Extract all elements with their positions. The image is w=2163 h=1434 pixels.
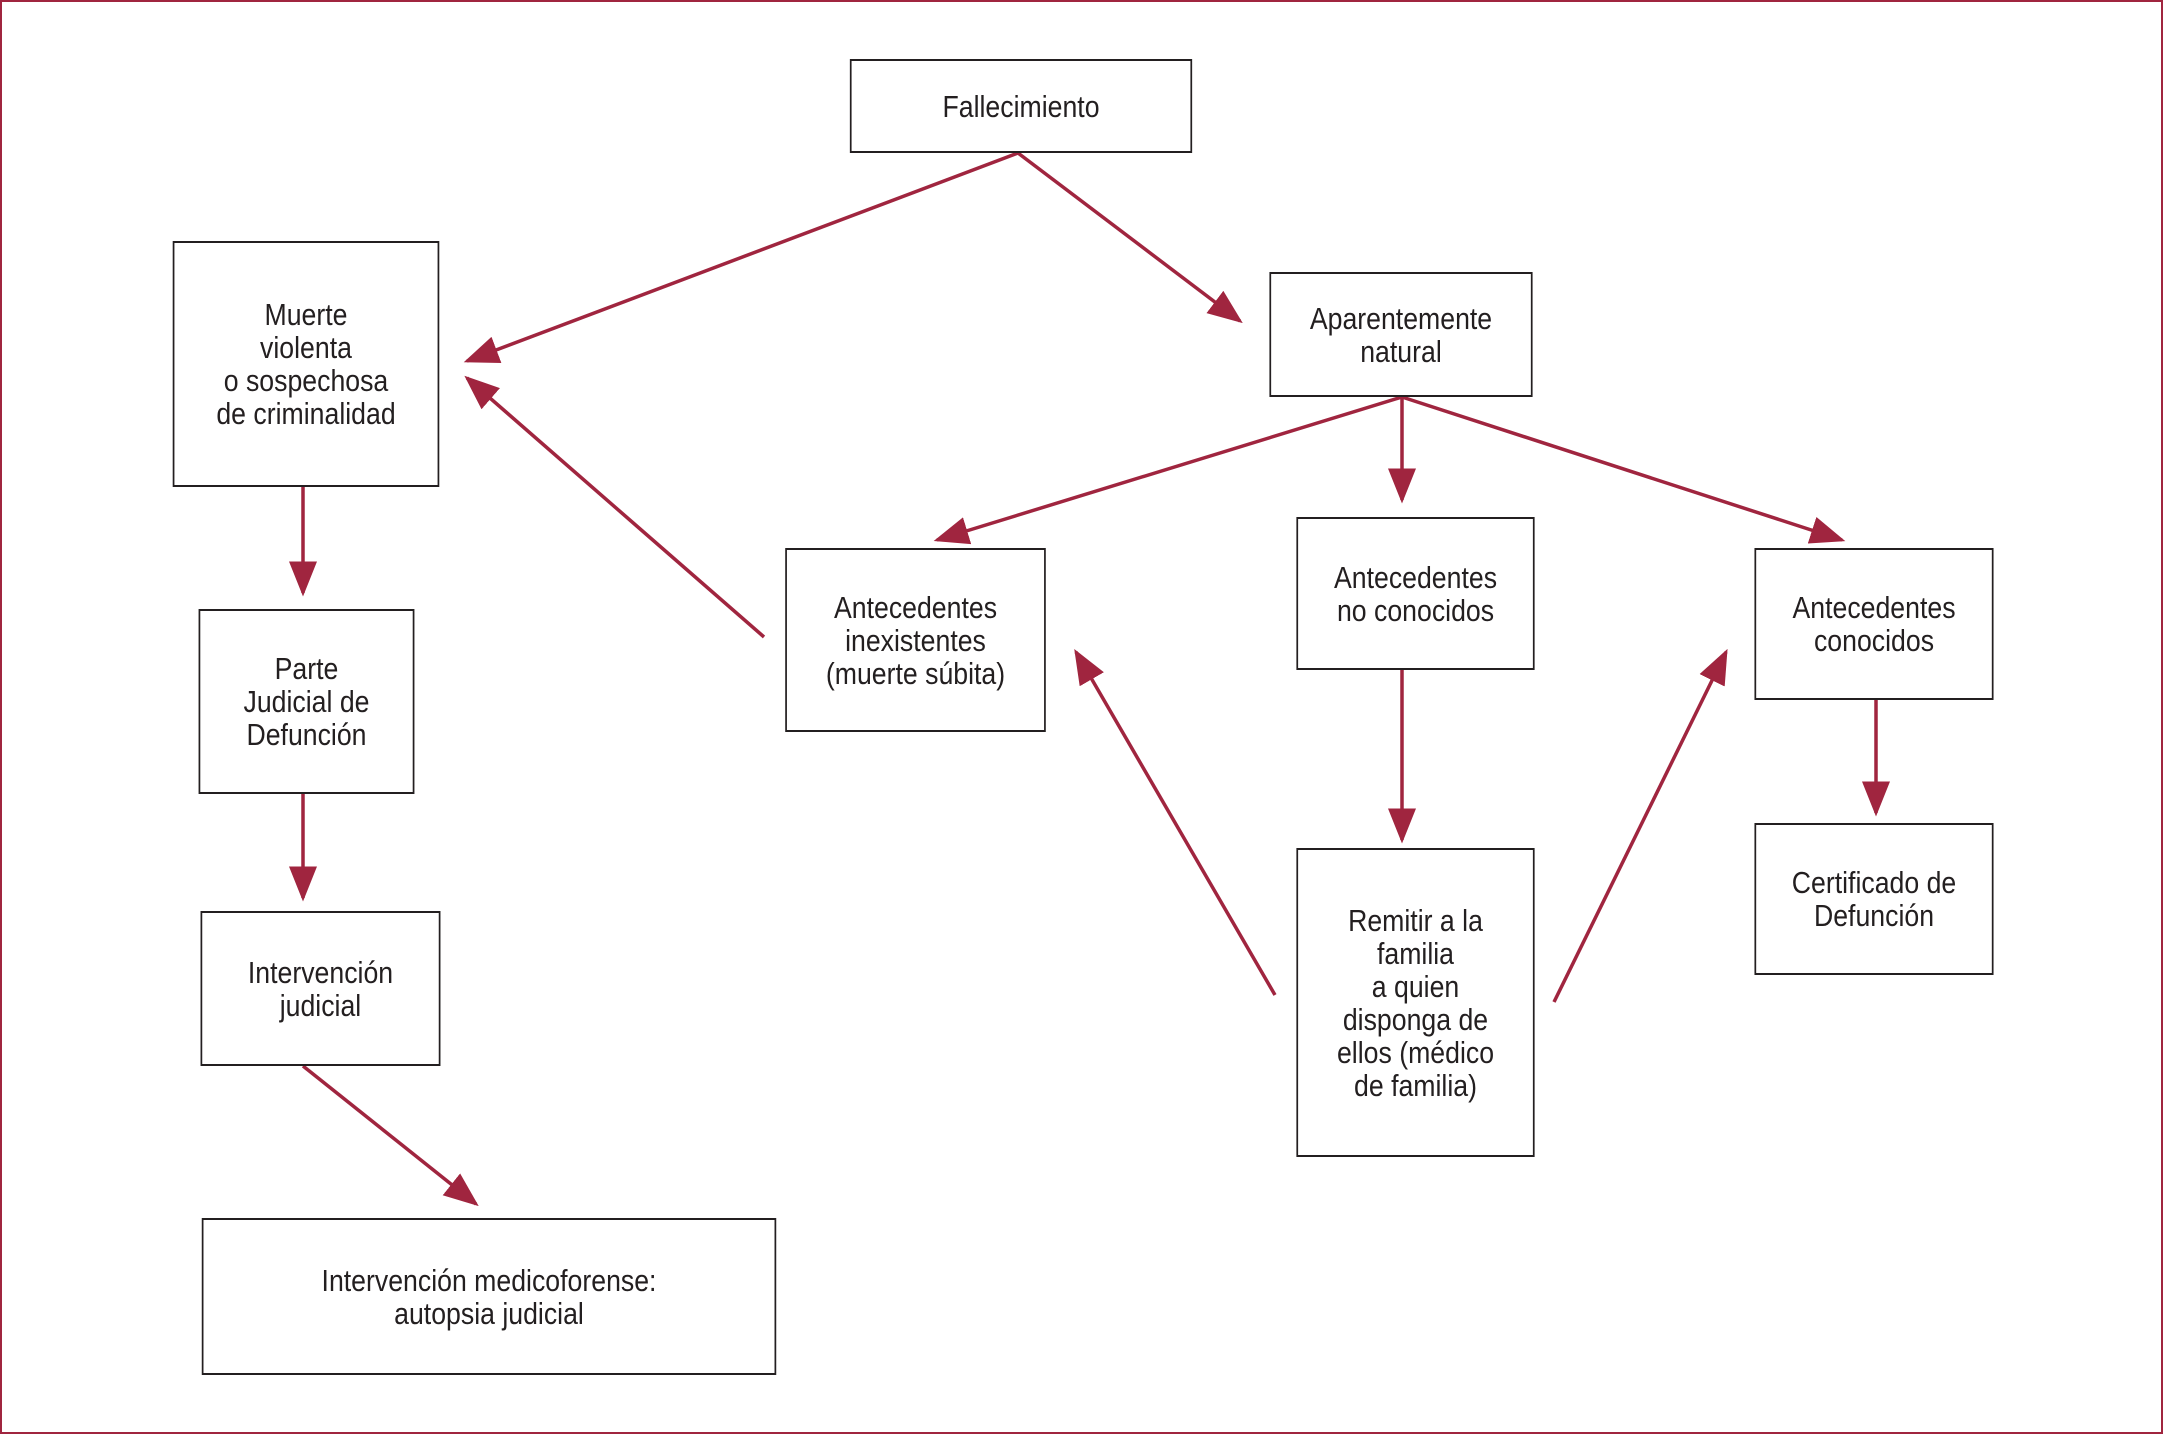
node-parte-judicial: Parte Judicial de Defunción — [198, 609, 415, 794]
arrow-remitir-familia-to-antecedentes-inexistentes — [1074, 648, 1277, 996]
node-antecedentes-conocidos-label: Antecedentes conocidos — [1792, 590, 1956, 658]
node-antecedentes-inexistentes: Antecedentes inexistentes (muerte súbita… — [785, 548, 1046, 732]
node-antecedentes-inexistentes-label: Antecedentes inexistentes (muerte súbita… — [825, 589, 1006, 691]
node-remitir-familia: Remitir a la familia a quien disponga de… — [1296, 848, 1535, 1157]
node-aparentemente-natural-label: Aparentemente natural — [1309, 300, 1493, 369]
node-fallecimiento: Fallecimiento — [849, 59, 1193, 153]
node-intervencion-medicoforense-label: Intervención medicoforense: autopsia jud… — [321, 1262, 657, 1331]
node-intervencion-judicial-label: Intervención judicial — [247, 954, 394, 1023]
node-fallecimiento-label: Fallecimiento — [942, 88, 1100, 124]
arrow-intervencion-judicial-to-medicoforense — [301, 1064, 479, 1207]
node-antecedentes-no-conocidos: Antecedentes no conocidos — [1296, 517, 1535, 670]
node-intervencion-medicoforense: Intervención medicoforense: autopsia jud… — [201, 1218, 777, 1375]
node-muerte-violenta: Muerte violenta o sospechosa de criminal… — [172, 241, 440, 487]
node-remitir-familia-label: Remitir a la familia a quien disponga de… — [1336, 902, 1495, 1103]
arrow-aparentemente-natural-to-antecedentes-conocidos — [1401, 395, 1846, 544]
node-certificado-defuncion: Certificado de Defunción — [1754, 823, 1994, 975]
node-antecedentes-no-conocidos-label: Antecedentes no conocidos — [1333, 559, 1498, 628]
node-certificado-defuncion-label: Certificado de Defunción — [1791, 865, 1957, 933]
arrow-fallecimiento-to-aparentemente-natural — [1016, 151, 1243, 324]
arrow-fallecimiento-to-muerte-violenta — [463, 151, 1019, 363]
arrow-aparentemente-natural-to-antecedentes-inexistentes — [933, 395, 1403, 545]
node-antecedentes-conocidos: Antecedentes conocidos — [1754, 548, 1994, 700]
node-muerte-violenta-label: Muerte violenta o sospechosa de criminal… — [216, 297, 396, 431]
node-parte-judicial-label: Parte Judicial de Defunción — [243, 651, 370, 752]
arrow-remitir-familia-to-antecedentes-conocidos — [1552, 648, 1728, 1003]
node-intervencion-judicial: Intervención judicial — [200, 911, 441, 1066]
arrow-antecedentes-inexistentes-to-muerte-violenta — [464, 375, 766, 639]
node-aparentemente-natural: Aparentemente natural — [1269, 272, 1533, 397]
